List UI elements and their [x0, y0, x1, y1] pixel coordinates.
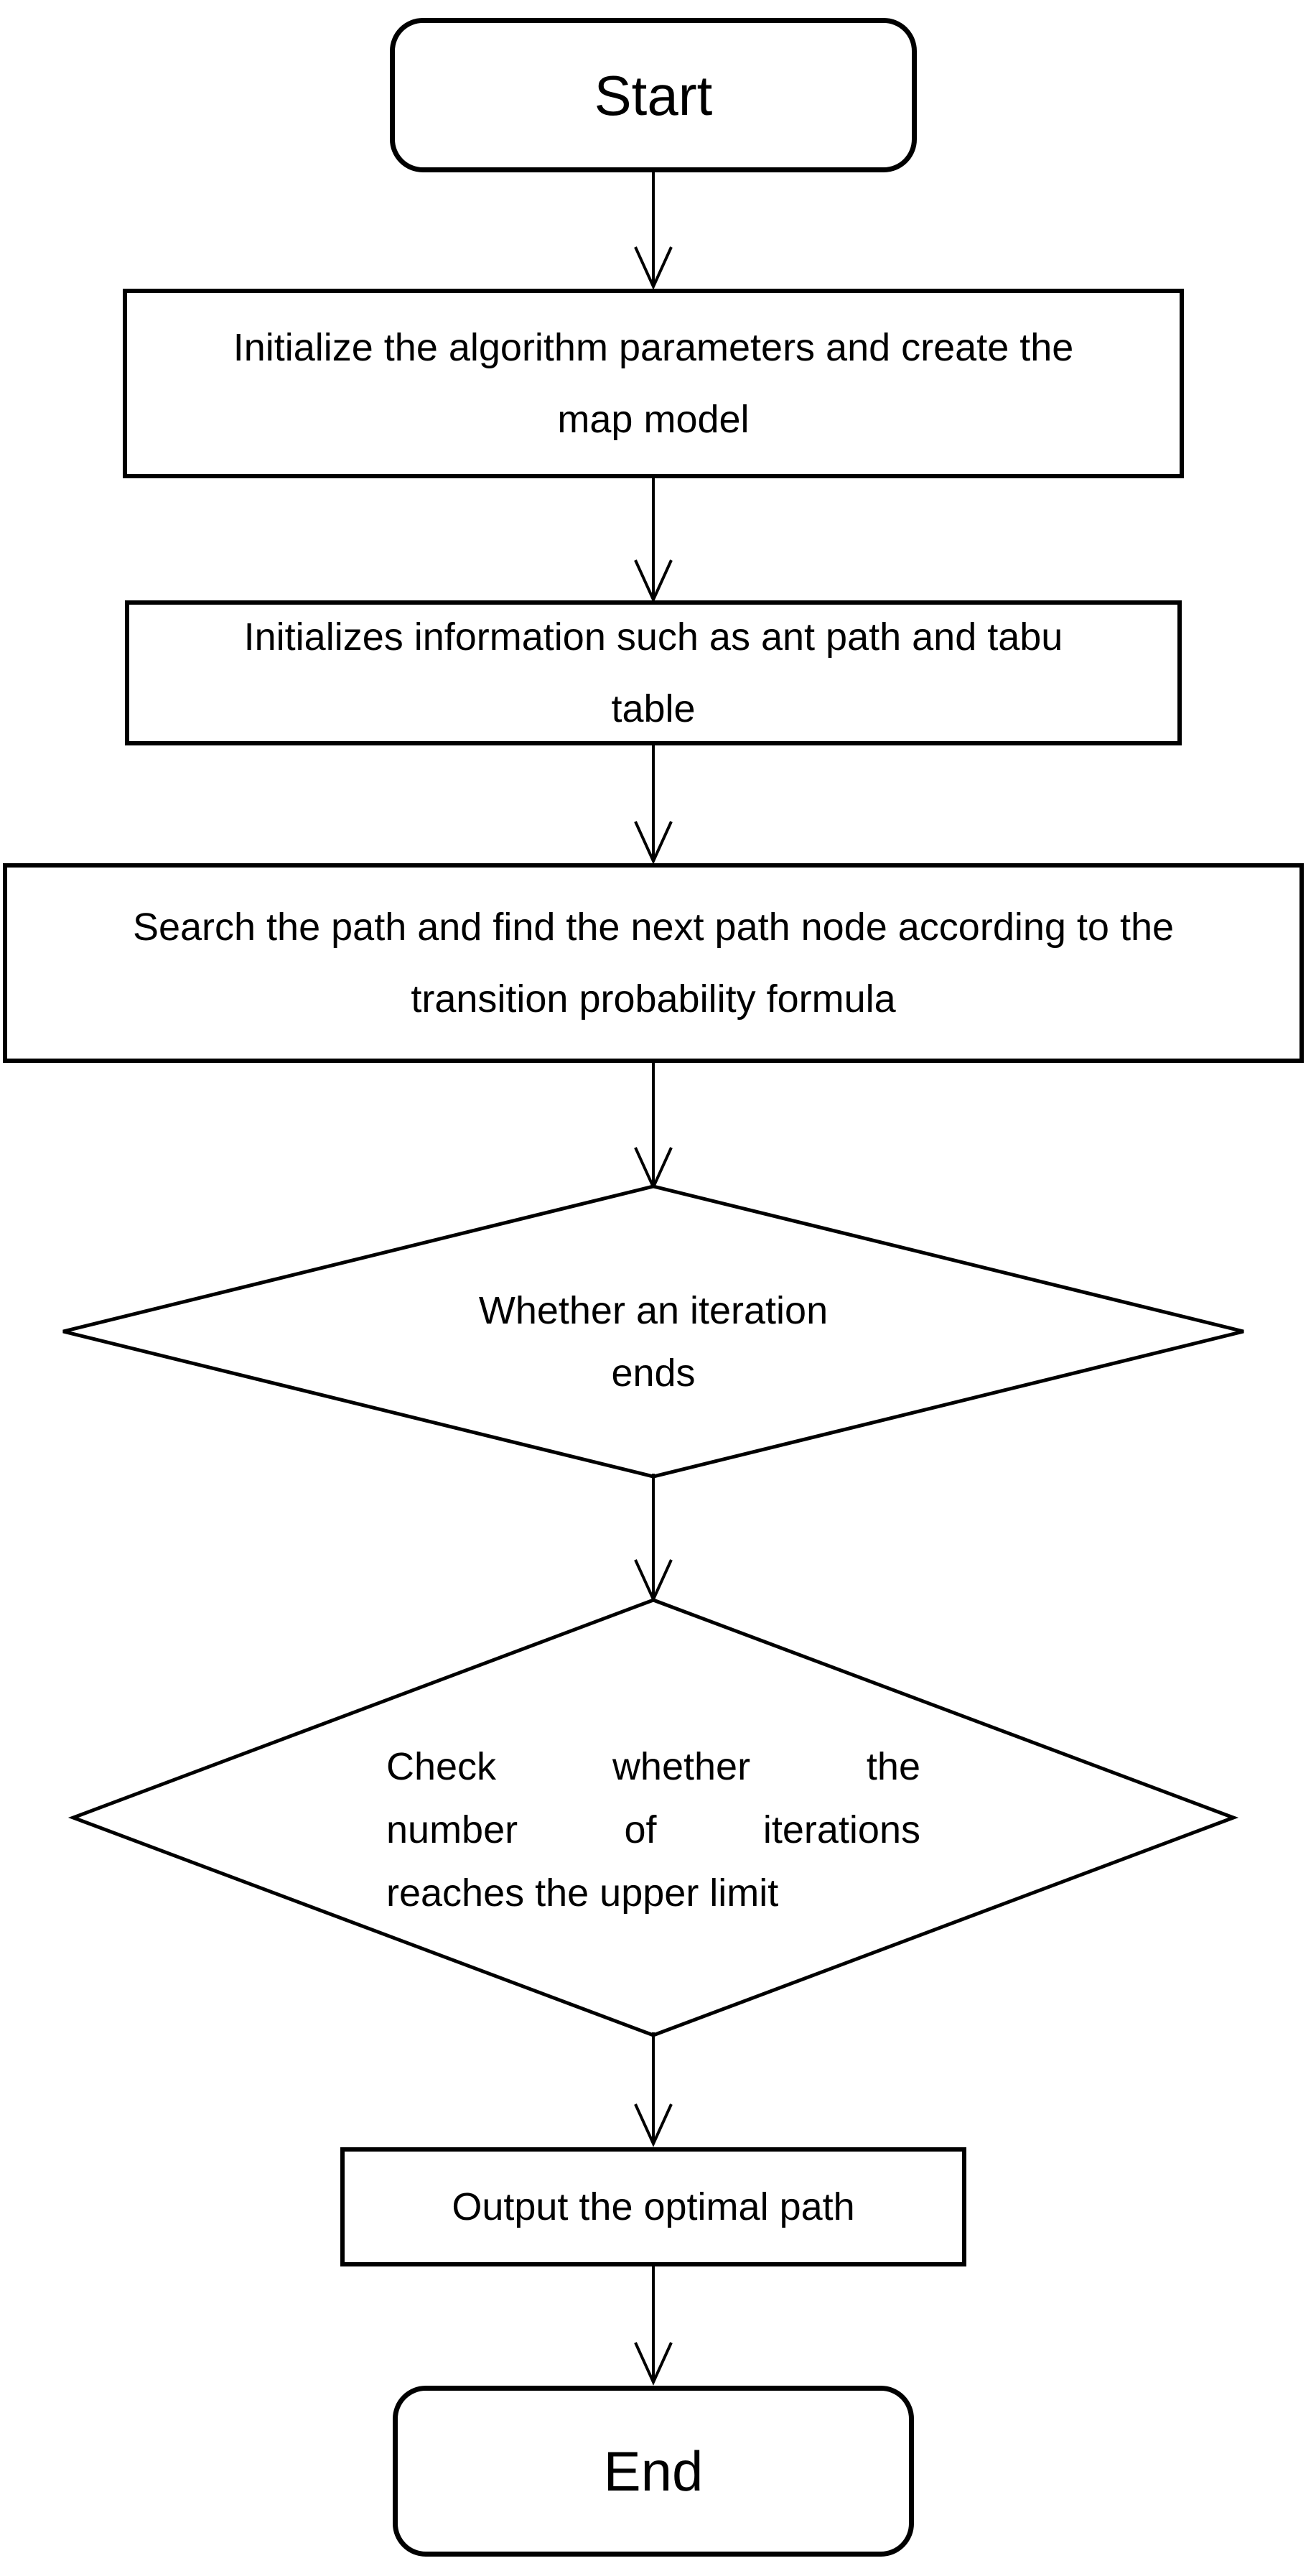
arrowhead-icon [634, 559, 673, 603]
process-output-label: Output the optimal path [452, 2185, 855, 2228]
start-node: Start [390, 18, 917, 172]
arrowhead-icon [634, 821, 673, 865]
process-initialize-line2: map model [557, 398, 750, 441]
arrow-iteration-to-limit [634, 1474, 673, 1603]
arrowhead-icon [634, 2342, 673, 2386]
arrow-start-to-initialize [634, 172, 673, 290]
arrowhead-icon [634, 2103, 673, 2147]
process-search-line1: Search the path and find the next path n… [132, 906, 1175, 949]
arrow-output-to-end [634, 2266, 673, 2386]
process-search-line2: transition probability formula [411, 977, 896, 1020]
process-output-optimal-path: Output the optimal path [340, 2147, 966, 2266]
process-search-path: Search the path and find the next path n… [3, 863, 1304, 1063]
decision-iteration-limit-label: Check whether the number of iterations r… [386, 1735, 920, 1925]
decision-limit-line1: Check whether the [386, 1745, 920, 1788]
start-node-label: Start [594, 63, 713, 127]
arrow-search-to-iteration [634, 1063, 673, 1191]
process-initialize-line1: Initialize the algorithm parameters and … [233, 326, 1074, 369]
decision-limit-line2: number of iterations [386, 1808, 920, 1851]
decision-limit-line3: reaches the upper limit [386, 1871, 779, 1915]
end-node-label: End [603, 2440, 704, 2503]
arrow-limit-to-output [634, 2032, 673, 2147]
decision-iteration-line2: ends [611, 1352, 696, 1395]
arrow-tabu-to-search [634, 745, 673, 865]
decision-iteration-line1: Whether an iteration [478, 1289, 829, 1332]
process-initialize-tabu-table: Initializes information such as ant path… [125, 600, 1182, 745]
process-tabu-line1: Initializes information such as ant path… [243, 615, 1063, 659]
decision-iteration-ends-label: Whether an iteration ends [366, 1280, 941, 1405]
arrowhead-icon [634, 246, 673, 290]
process-tabu-line2: table [611, 687, 696, 730]
process-initialize-parameters: Initialize the algorithm parameters and … [123, 289, 1184, 478]
arrow-initialize-to-tabu [634, 478, 673, 603]
end-node: End [393, 2386, 914, 2557]
